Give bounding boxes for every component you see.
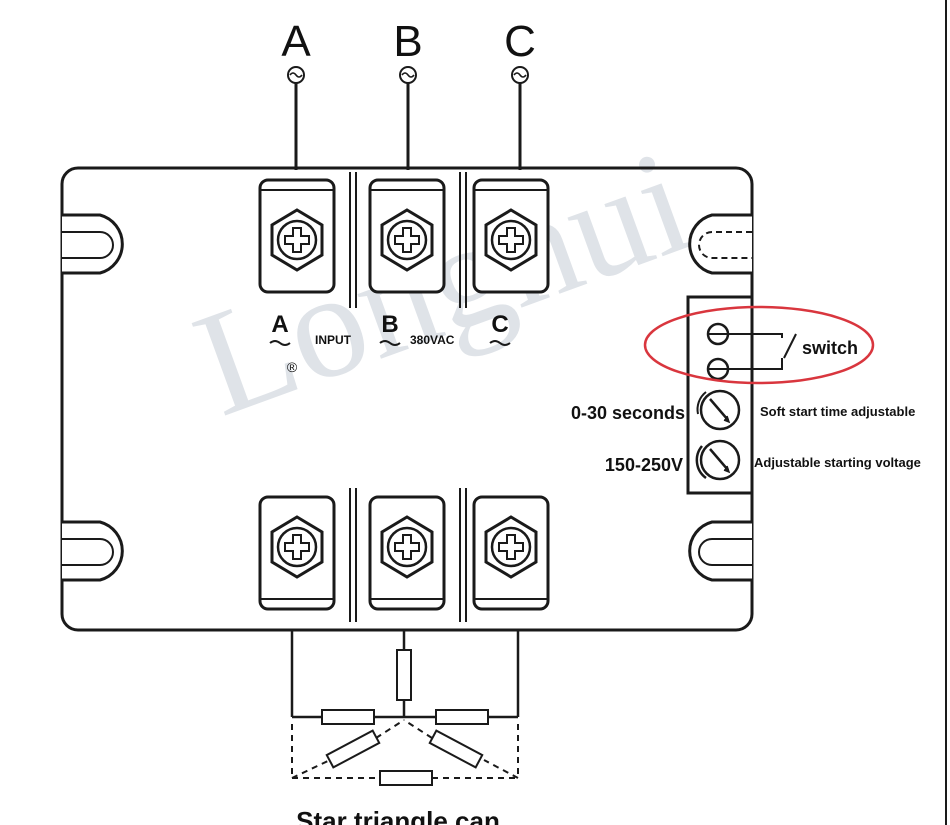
phase-label-c: C — [504, 17, 536, 66]
ac-source-icon — [287, 66, 305, 84]
input-label-b: B — [381, 311, 398, 338]
voltage-range-label: 150-250V — [605, 455, 683, 475]
time-potentiometer-icon — [696, 389, 741, 431]
delta-resistor-right — [428, 729, 484, 769]
switch-terminal-top — [706, 322, 730, 346]
ac-source-icon — [511, 66, 529, 84]
terminal-top-b — [368, 178, 446, 294]
terminal-bottom-a — [258, 495, 336, 611]
terminal-bottom-b — [368, 495, 446, 611]
voltage-potentiometer-icon — [695, 439, 741, 481]
time-desc-label: Soft start time adjustable — [760, 404, 915, 419]
input-label-a: A — [271, 311, 288, 338]
load-resistor-left — [321, 709, 375, 725]
switch-terminal-bottom — [706, 357, 730, 381]
ac-source-icon — [399, 66, 417, 84]
delta-resistor-bottom — [379, 770, 433, 786]
terminal-top-c — [472, 178, 550, 294]
screw-icon — [380, 515, 434, 579]
input-label-c: C — [491, 311, 508, 338]
screw-icon — [484, 208, 538, 272]
load-wiring — [290, 630, 520, 786]
switch-highlight-ellipse — [643, 305, 875, 385]
registered-mark: ® — [287, 359, 298, 375]
screw-icon — [270, 515, 324, 579]
switch-label: switch — [802, 338, 858, 358]
switch-icon — [728, 333, 797, 370]
terminal-bottom-c — [472, 495, 550, 611]
delta-alternative-wiring — [291, 719, 519, 779]
input-label-input: INPUT — [315, 333, 352, 347]
terminal-top-a — [258, 178, 336, 294]
screw-icon — [380, 208, 434, 272]
footer-caption: Star triangle can — [296, 806, 500, 825]
phase-label-b: B — [393, 17, 422, 66]
phase-label-a: A — [281, 17, 311, 66]
voltage-desc-label: Adjustable starting voltage — [754, 455, 921, 470]
load-resistor-center — [396, 649, 412, 701]
screw-icon — [484, 515, 538, 579]
load-resistor-right — [435, 709, 489, 725]
control-panel: switch 0-30 seconds Soft start time adju… — [571, 295, 921, 495]
phase-inputs: A B C — [281, 17, 536, 170]
input-labels: A INPUT ® B 380VAC C — [269, 311, 511, 375]
mounting-slot-right-top — [688, 213, 752, 275]
screw-icon — [270, 208, 324, 272]
input-label-voltage: 380VAC — [410, 333, 455, 347]
delta-resistor-left — [325, 729, 381, 769]
module-body — [60, 166, 754, 632]
time-range-label: 0-30 seconds — [571, 403, 685, 423]
